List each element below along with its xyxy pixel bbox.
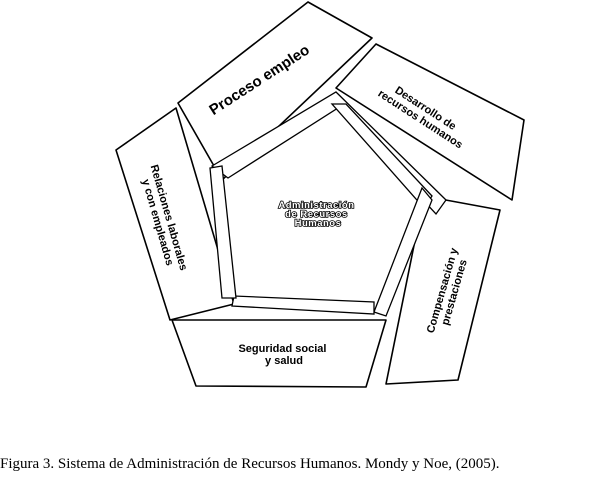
figure-caption: Figura 3. Sistema de Administración de R… (0, 456, 500, 472)
label-seguridad-line-1: Seguridad social (238, 343, 326, 355)
panel-desarrollo-recursos (335, 43, 525, 201)
hr-system-diagram: Proceso empleo Desarrollo de recursos hu… (115, 1, 525, 388)
inner-strip-right (330, 103, 433, 210)
center-label-line-1: Administración (278, 200, 354, 211)
inner-strip-bottom (231, 295, 375, 315)
center-label-line-3: Humanos (295, 218, 342, 229)
svg-text:Administración de Recurs: Administración de Recursos Humanos (278, 200, 357, 229)
inner-strip-left (209, 165, 237, 299)
inner-strip-right-lower (373, 186, 433, 317)
center-label: Administración de Recursos Humanos (278, 199, 357, 230)
label-seguridad-line-2: y salud (265, 355, 303, 367)
panel-proceso-empleo (177, 1, 373, 181)
svg-text:Seguridad social y salud: Seguridad social y salud (238, 343, 329, 367)
inner-strip-top (210, 91, 447, 216)
label-seguridad-social: Seguridad social y salud (238, 343, 329, 367)
panel-seguridad-social (171, 319, 387, 388)
center-label-line-2: de Recursos (285, 209, 348, 220)
